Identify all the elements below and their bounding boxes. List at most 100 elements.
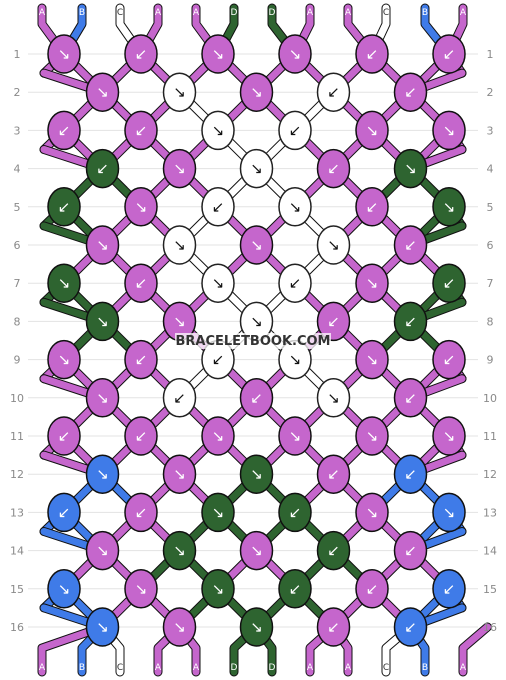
knot-arrow-icon: ↘: [289, 45, 302, 63]
knot-oval: [201, 263, 235, 303]
knot-oval: [47, 263, 81, 303]
knot-arrow-icon: ↘: [250, 160, 263, 178]
knot: ↘: [162, 148, 197, 189]
top-strand-label: A: [307, 8, 314, 18]
knot-oval: [85, 72, 120, 112]
knot: ↙: [393, 301, 428, 342]
knot: ↘: [85, 454, 120, 494]
top-strand-label: D: [231, 8, 238, 18]
knot: ↘: [393, 148, 428, 189]
knot: ↘: [355, 416, 389, 456]
knot-arrow-icon: ↙: [327, 83, 340, 101]
knot-arrow-icon: ↙: [212, 351, 225, 369]
knot-oval: [432, 416, 466, 456]
knot-arrow-icon: ↘: [212, 45, 225, 63]
knot-arrow-icon: ↙: [443, 351, 456, 369]
knot: ↙: [124, 416, 158, 456]
knot-arrow-icon: ↘: [173, 236, 186, 254]
knot-oval: [201, 34, 235, 74]
knot-arrow-icon: ↘: [443, 121, 456, 139]
knot-arrow-icon: ↙: [135, 121, 148, 139]
knot-oval: [393, 454, 428, 494]
knot: ↘: [201, 492, 235, 533]
knot: ↘: [316, 225, 351, 265]
knot-arrow-icon: ↙: [250, 389, 263, 407]
row-label-right: 4: [487, 163, 494, 176]
knot-arrow-icon: ↙: [404, 618, 417, 636]
knot-oval: [355, 34, 389, 74]
knot: ↘: [355, 492, 389, 533]
knot-arrow-icon: ↘: [250, 465, 263, 483]
knot-oval: [393, 607, 428, 647]
knot: ↘: [239, 607, 274, 647]
knot-arrow-icon: ↙: [404, 542, 417, 560]
knot-arrow-icon: ↘: [366, 274, 379, 292]
knot: ↘: [162, 301, 197, 342]
knot-oval: [124, 110, 158, 151]
knot-oval: [47, 34, 81, 74]
knot-oval: [47, 110, 81, 151]
knot: ↘: [432, 187, 466, 227]
knot-oval: [47, 339, 81, 380]
knot-oval: [278, 416, 312, 456]
knot: ↙: [393, 378, 428, 418]
row-label-right: 10: [483, 392, 497, 405]
knot-arrow-icon: ↙: [366, 45, 379, 63]
bottom-strand-label: A: [155, 663, 162, 673]
row-label-right: 12: [483, 468, 497, 481]
knot-arrow-icon: ↙: [443, 45, 456, 63]
knot: ↙: [316, 72, 351, 112]
knot: ↘: [278, 339, 312, 380]
bottom-strand-label: A: [345, 663, 352, 673]
knot-arrow-icon: ↘: [250, 312, 263, 330]
row-label-left: 13: [10, 506, 24, 519]
knot-oval: [239, 530, 274, 571]
knot-arrow-icon: ↘: [366, 503, 379, 521]
row-label-right: 5: [487, 201, 494, 214]
knot: ↙: [278, 263, 312, 303]
knot: ↙: [432, 263, 466, 303]
knot: ↙: [316, 454, 351, 494]
row-label-left: 5: [14, 201, 21, 214]
knot-arrow-icon: ↙: [135, 274, 148, 292]
top-strand-label: A: [155, 8, 162, 18]
knot-arrow-icon: ↘: [173, 312, 186, 330]
row-label-right: 16: [483, 621, 497, 634]
knot: ↘: [278, 416, 312, 456]
knot-arrow-icon: ↙: [327, 542, 340, 560]
knot-oval: [239, 72, 274, 112]
knot-oval: [201, 416, 235, 456]
knot-arrow-icon: ↘: [250, 83, 263, 101]
knot-arrow-icon: ↙: [135, 503, 148, 521]
bottom-strand-label: B: [422, 663, 428, 673]
knot: ↙: [201, 187, 235, 227]
knot-arrow-icon: ↘: [404, 160, 417, 178]
knot-arrow-icon: ↙: [327, 312, 340, 330]
knot-oval: [316, 454, 351, 494]
knot: ↘: [47, 263, 81, 303]
knot-arrow-icon: ↘: [366, 427, 379, 445]
bottom-strand-12: A: [458, 622, 492, 677]
knot-oval: [393, 72, 428, 112]
top-strand-label: A: [193, 8, 200, 18]
knot: ↘: [201, 569, 235, 609]
knot-arrow-icon: ↘: [250, 618, 263, 636]
row-label-right: 14: [483, 545, 497, 558]
knot-arrow-icon: ↘: [250, 542, 263, 560]
knot-arrow-icon: ↙: [289, 121, 302, 139]
knot-arrow-icon: ↙: [289, 503, 302, 521]
knot-arrow-icon: ↙: [289, 580, 302, 598]
knot-arrow-icon: ↙: [289, 274, 302, 292]
knot-arrow-icon: ↘: [289, 351, 302, 369]
knot-oval: [432, 569, 466, 609]
knot-arrow-icon: ↙: [443, 580, 456, 598]
knot-oval: [239, 454, 274, 494]
knot-arrow-icon: ↘: [96, 389, 109, 407]
row-label-left: 12: [10, 468, 24, 481]
knot-arrow-icon: ↘: [366, 121, 379, 139]
knot: ↙: [124, 339, 158, 380]
knot: ↘: [162, 225, 197, 265]
knot-arrow-icon: ↘: [96, 542, 109, 560]
knot-arrow-icon: ↙: [135, 45, 148, 63]
